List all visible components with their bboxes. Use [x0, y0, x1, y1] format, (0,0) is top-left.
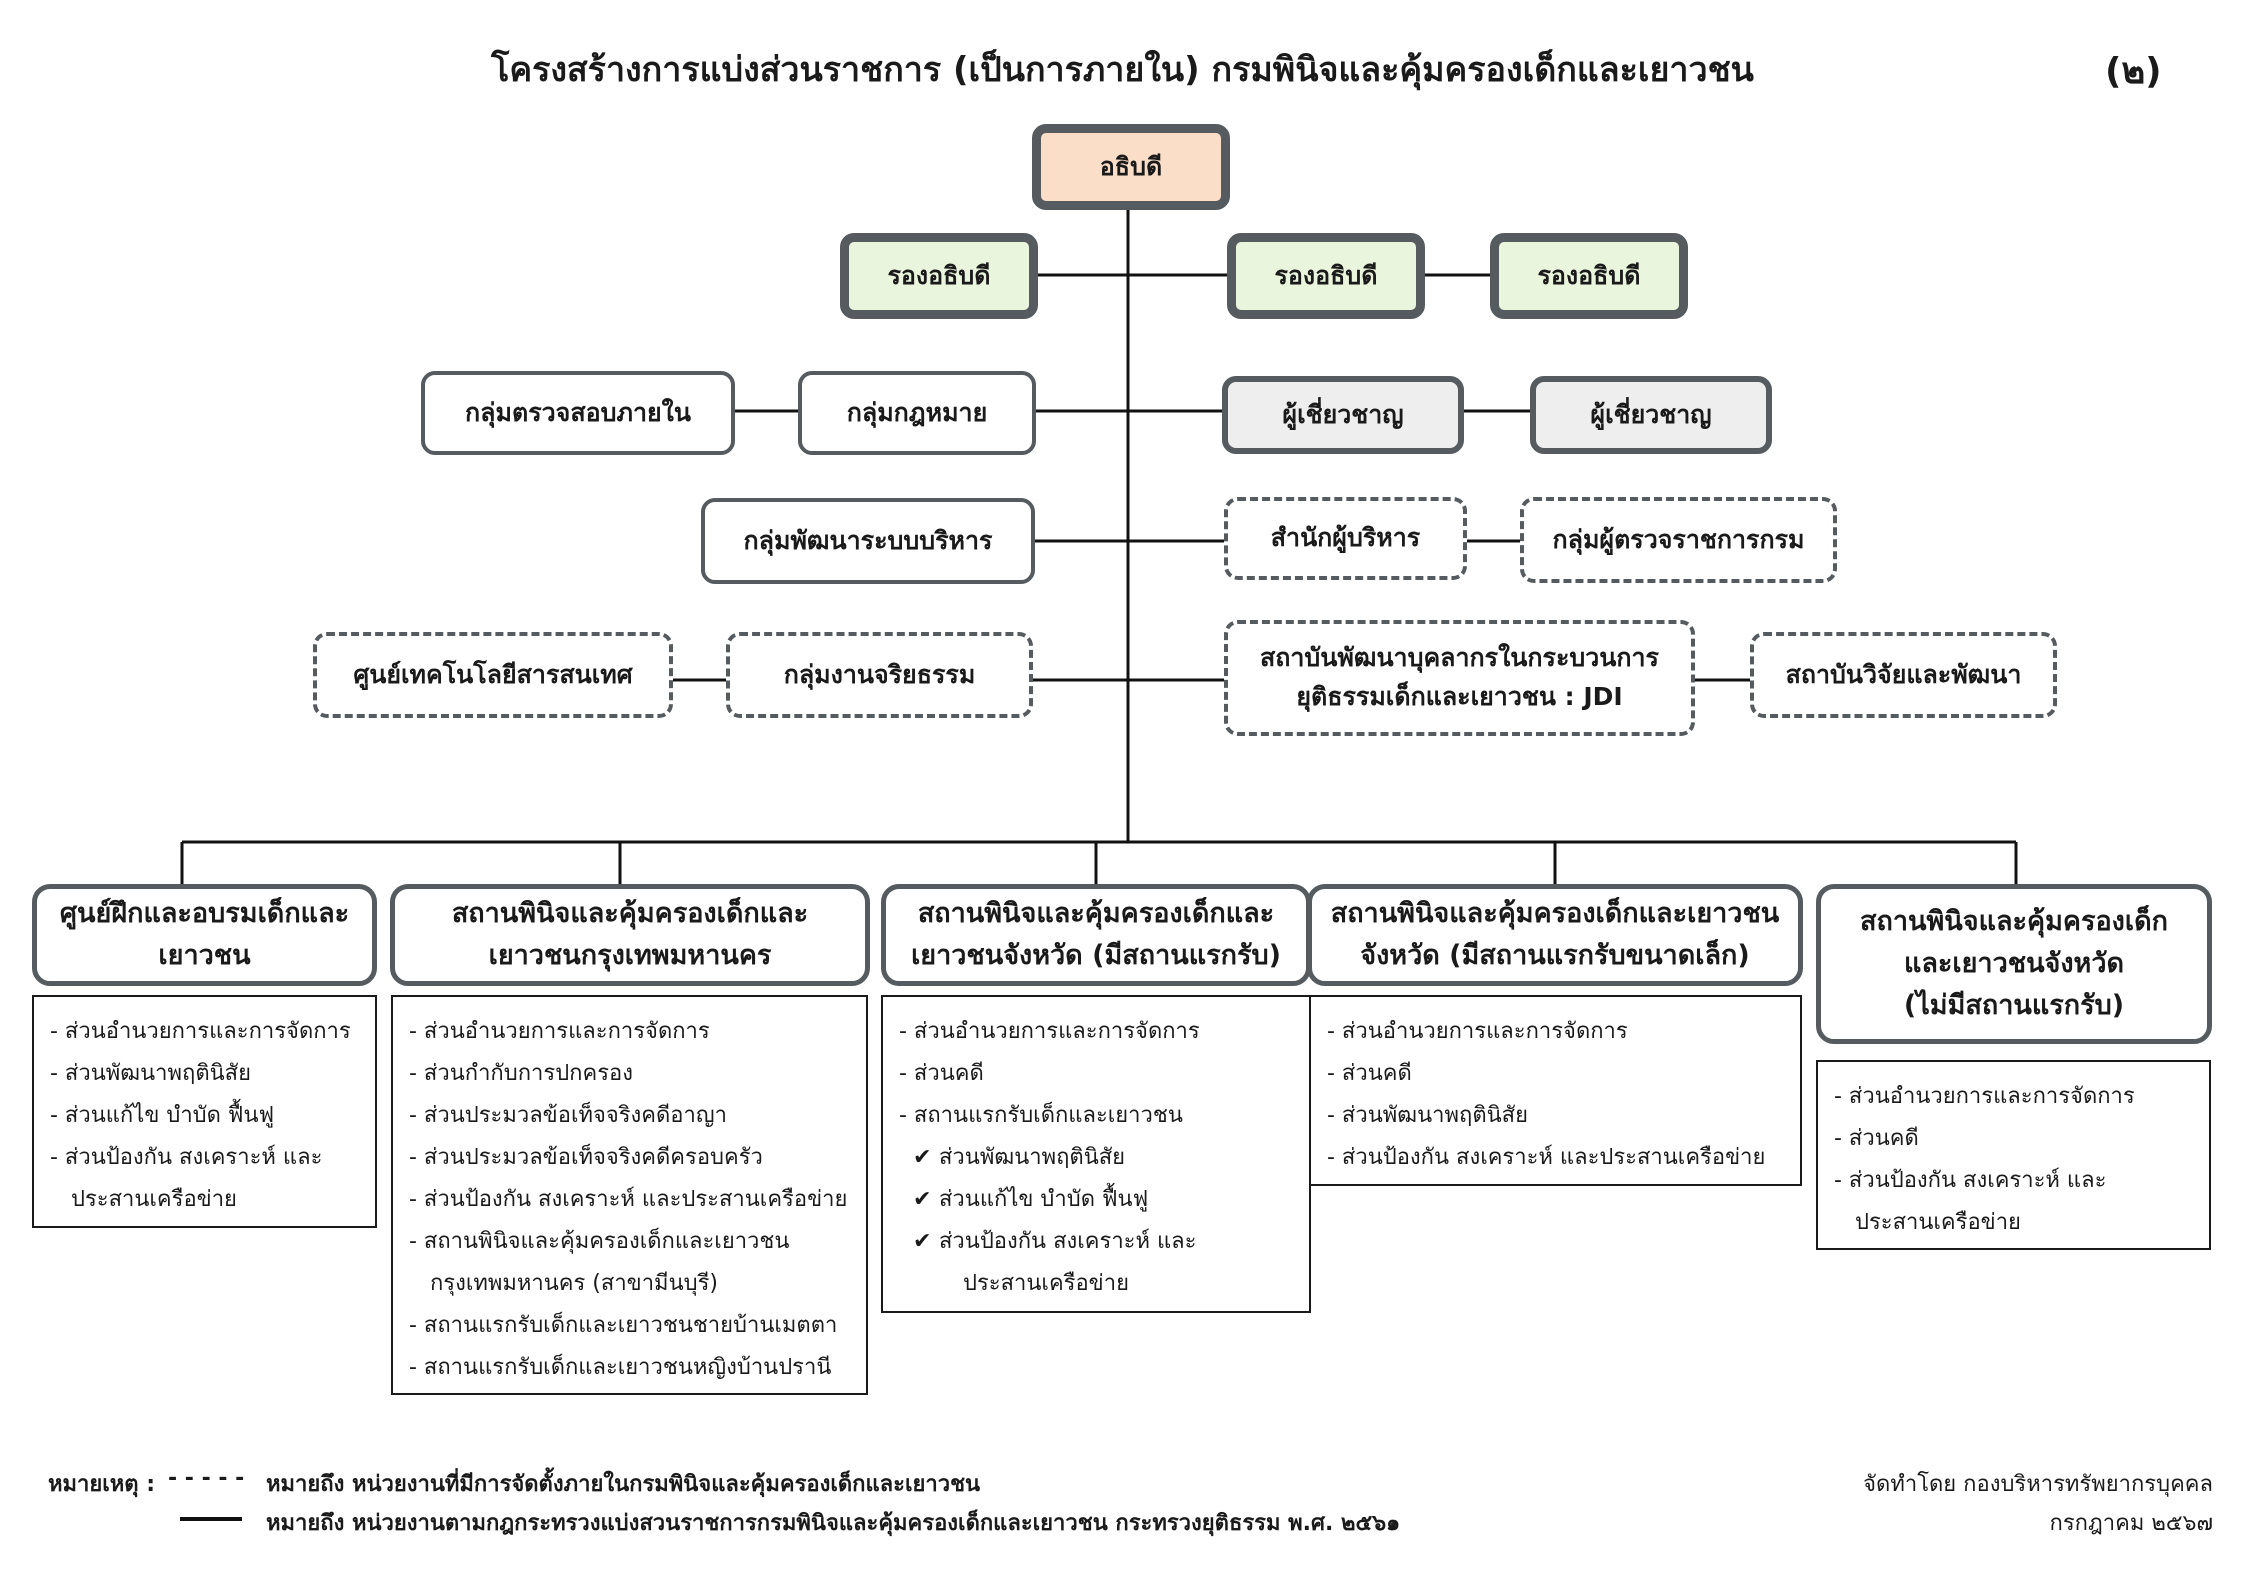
branch-head-line: เยาวชนกรุงเทพมหานคร [488, 940, 772, 971]
branch-head-provincial-small: สถานพินิจและคุ้มครองเด็กและเยาวชน จังหวั… [1307, 884, 1803, 986]
list-item: - ส่วนประมวลข้อเท็จจริงคดีอาญา [409, 1103, 727, 1128]
list-item-text: ส่วนพัฒนาพฤตินิสัย [939, 1145, 1126, 1170]
branch-head-line: (ไม่มีสถานแรกรับ) [1903, 989, 2125, 1021]
branch-head-provincial-reception: สถานพินิจและคุ้มครองเด็กและ เยาวชนจังหวั… [881, 884, 1311, 986]
list-item: - สถานแรกรับเด็กและเยาวชนชายบ้านเมตตา [409, 1313, 838, 1338]
list-item: - ส่วนพัฒนาพฤตินิสัย [50, 1061, 251, 1086]
check-icon: ✔ [913, 1229, 932, 1254]
list-item: ประสานเครือข่าย [1834, 1210, 2021, 1235]
list-item: ✔ ส่วนป้องกัน สงเคราะห์ และ [899, 1221, 1299, 1263]
page-number: (๒) [2105, 51, 2162, 92]
legend-dashed-text: หมายถึง หน่วยงานที่มีการจัดตั้งภายในกรมพ… [266, 1472, 981, 1497]
branch-head-line: สถานพินิจและคุ้มครองเด็กและ [917, 898, 1275, 930]
deputy-box-2: รองอธิบดี [1227, 233, 1425, 319]
branch-head-line: เยาวชน [158, 940, 251, 971]
list-item: - สถานพินิจและคุ้มครองเด็กและเยาวชน [409, 1229, 790, 1254]
list-item: - ส่วนป้องกัน สงเคราะห์ และ [1834, 1168, 2107, 1193]
list-item: กรุงเทพมหานคร (สาขามีนบุรี) [409, 1271, 718, 1296]
branch-head-line: และเยาวชนจังหวัด [1903, 948, 2125, 980]
ict-center-box: ศูนย์เทคโนโลยีสารสนเทศ [313, 632, 673, 718]
list-item: - สถานแรกรับเด็กและเยาวชนหญิงบ้านปรานี [409, 1355, 832, 1380]
jdi-institute-box: สถาบันพัฒนาบุคลากรในกระบวนการ ยุติธรรมเด… [1224, 620, 1695, 736]
branch-head-line: ศูนย์ฝึกและอบรมเด็กและ [59, 898, 350, 930]
deputy-box-1: รองอธิบดี [840, 233, 1038, 319]
ethics-group-box: กลุ่มงานจริยธรรม [726, 632, 1033, 718]
page-title: โครงสร้างการแบ่งส่วนราชการ (เป็นการภายใน… [491, 50, 1754, 90]
list-item: ✔ ส่วนแก้ไข บำบัด ฟื้นฟู [899, 1179, 1299, 1221]
branch-list-bangkok: - ส่วนอำนวยการและการจัดการ - ส่วนกำกับกา… [391, 995, 868, 1395]
branch-head-line: สถานพินิจและคุ้มครองเด็ก [1860, 906, 2168, 938]
list-item: - ส่วนคดี [1327, 1061, 1412, 1086]
list-item: - ส่วนอำนวยการและการจัดการ [1327, 1019, 1628, 1044]
branch-list-training-center: - ส่วนอำนวยการและการจัดการ - ส่วนพัฒนาพฤ… [32, 995, 377, 1228]
branch-list-provincial-no-reception: - ส่วนอำนวยการและการจัดการ - ส่วนคดี - ส… [1816, 1060, 2211, 1250]
list-item: ประสานเครือข่าย [963, 1271, 1129, 1296]
list-item: - ส่วนป้องกัน สงเคราะห์ และ [50, 1145, 323, 1170]
admin-dev-box: กลุ่มพัฒนาระบบบริหาร [701, 498, 1035, 584]
branch-head-line: เยาวชนจังหวัด (มีสถานแรกรับ) [911, 940, 1281, 971]
list-item: - ส่วนคดี [1834, 1126, 1919, 1151]
list-item: - ส่วนอำนวยการและการจัดการ [50, 1019, 351, 1044]
list-item: - ส่วนอำนวยการและการจัดการ [899, 1019, 1200, 1044]
list-item: - ส่วนอำนวยการและการจัดการ [409, 1019, 710, 1044]
check-icon: ✔ [913, 1187, 932, 1212]
legend-dashed-symbol: - - - - - [168, 1466, 245, 1491]
exec-office-box: สำนักผู้บริหาร [1224, 497, 1467, 580]
check-icon: ✔ [913, 1145, 932, 1170]
jdi-line-1: สถาบันพัฒนาบุคลากรในกระบวนการ [1260, 643, 1659, 673]
list-item: - ส่วนคดี [899, 1061, 984, 1086]
list-item: - ส่วนพัฒนาพฤตินิสัย [1327, 1103, 1528, 1128]
legal-group-box: กลุ่มกฎหมาย [798, 371, 1036, 455]
list-item: ✔ ส่วนพัฒนาพฤตินิสัย [899, 1137, 1299, 1179]
legend-label: หมายเหตุ : [48, 1472, 156, 1497]
internal-audit-box: กลุ่มตรวจสอบภายใน [421, 371, 735, 455]
deputy-box-3: รองอธิบดี [1490, 233, 1688, 319]
branch-head-line: จังหวัด (มีสถานแรกรับขนาดเล็ก) [1360, 940, 1750, 971]
list-item: - ส่วนอำนวยการและการจัดการ [1834, 1084, 2135, 1109]
branch-head-line: สถานพินิจและคุ้มครองเด็กและ [451, 898, 809, 930]
list-item-text: ส่วนป้องกัน สงเคราะห์ และ [939, 1229, 1197, 1254]
list-item: ประสานเครือข่าย [50, 1187, 237, 1212]
list-item-text: ส่วนแก้ไข บำบัด ฟื้นฟู [939, 1187, 1149, 1212]
legend-solid-text: หมายถึง หน่วยงานตามกฎกระทรวงแบ่งสวนราชกา… [266, 1511, 1401, 1536]
expert-box-1: ผู้เชี่ยวชาญ [1222, 376, 1464, 454]
branch-head-line: สถานพินิจและคุ้มครองเด็กและเยาวชน [1330, 898, 1780, 930]
list-item: - สถานแรกรับเด็กและเยาวชน [899, 1103, 1183, 1128]
inspector-group-box: กลุ่มผู้ตรวจราชการกรม [1520, 497, 1837, 583]
branch-head-training-center: ศูนย์ฝึกและอบรมเด็กและ เยาวชน [32, 884, 377, 986]
prepared-date: กรกฎาคม ๒๕๖๗ [2049, 1511, 2213, 1536]
branch-list-provincial-reception: - ส่วนอำนวยการและการจัดการ - ส่วนคดี - ส… [881, 995, 1311, 1313]
director-box: อธิบดี [1032, 124, 1230, 210]
list-item: - ส่วนป้องกัน สงเคราะห์ และประสานเครือข่… [1327, 1145, 1766, 1170]
expert-box-2: ผู้เชี่ยวชาญ [1530, 376, 1772, 454]
list-item: - ส่วนแก้ไข บำบัด ฟื้นฟู [50, 1103, 275, 1128]
branch-list-provincial-small: - ส่วนอำนวยการและการจัดการ - ส่วนคดี - ส… [1309, 995, 1802, 1186]
list-item: - ส่วนประมวลข้อเท็จจริงคดีครอบครัว [409, 1145, 763, 1170]
branch-head-bangkok: สถานพินิจและคุ้มครองเด็กและ เยาวชนกรุงเท… [390, 884, 870, 986]
list-item: - ส่วนกำกับการปกครอง [409, 1061, 633, 1086]
prepared-by: จัดทำโดย กองบริหารทรัพยากรบุคคล [1863, 1472, 2213, 1497]
list-item: - ส่วนป้องกัน สงเคราะห์ และประสานเครือข่… [409, 1187, 848, 1212]
research-institute-box: สถาบันวิจัยและพัฒนา [1750, 632, 2057, 718]
jdi-line-2: ยุติธรรมเด็กและเยาวชน : JDI [1296, 682, 1623, 711]
branch-head-provincial-no-reception: สถานพินิจและคุ้มครองเด็ก และเยาวชนจังหวั… [1816, 884, 2212, 1044]
